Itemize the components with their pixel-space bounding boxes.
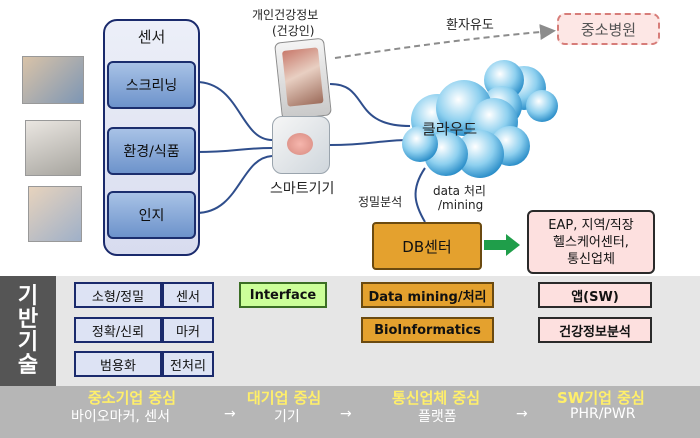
phone-label: 개인건강정보: [252, 8, 319, 22]
screening-photo: [22, 56, 84, 104]
base-tech-side-label: 기 반 기 술: [0, 276, 56, 386]
side-char-2: 반: [17, 307, 39, 332]
sensor-title: 센서: [137, 28, 166, 46]
referral-label: 환자유도: [446, 18, 494, 33]
sensor-item-environment[interactable]: 환경/식품: [107, 127, 196, 175]
sensor-item-screening[interactable]: 스크리닝: [107, 61, 196, 109]
footer-arrow-3: →: [516, 406, 528, 422]
cloud-label: 클라우드: [422, 120, 478, 138]
app-sw-box: 앱(SW): [538, 282, 652, 308]
side-char-3: 기: [17, 330, 39, 355]
link-screening: [195, 81, 273, 141]
smart-device-label: 스마트기기: [270, 181, 335, 197]
interface-box: Interface: [239, 282, 327, 308]
cell-general-use: 범용화: [74, 351, 162, 377]
footer-arrow-2: →: [340, 406, 352, 422]
glucose-meter-icon: [272, 116, 330, 174]
eap-line-2: 헬스케어센터,: [553, 234, 629, 250]
cell-accuracy: 정확/신뢰: [74, 317, 162, 343]
sensor-item-cognition[interactable]: 인지: [107, 191, 196, 239]
footer-sub-large: 기기: [274, 409, 300, 425]
cell-sensor: 센서: [162, 282, 214, 308]
data-mining-box: Data mining/처리: [361, 282, 494, 308]
eap-line-3: 통신업체: [567, 251, 615, 267]
link-phone-cloud: [329, 83, 411, 127]
footer-band: [0, 386, 700, 438]
health-analysis-box: 건강정보분석: [538, 317, 652, 343]
hospital-box: 중소병원: [557, 13, 660, 45]
cloud-icon: [402, 60, 558, 178]
smartphone-icon: [274, 37, 332, 121]
referral-arrow: [334, 24, 556, 59]
db-to-eap-arrow: [484, 234, 520, 256]
data-processing-label: data 처리: [433, 184, 486, 198]
bioinformatics-box: BioInformatics: [361, 317, 494, 343]
footer-arrow-1: →: [224, 406, 236, 422]
cell-small-precise: 소형/정밀: [74, 282, 162, 308]
link-cloud-db: [414, 167, 426, 223]
footer-sub-sme: 바이오마커, 센서: [71, 409, 171, 425]
exercise-photo: [25, 120, 81, 176]
footer-sub-telecom: 플랫폼: [418, 409, 457, 425]
side-char-4: 술: [17, 353, 39, 378]
precision-analysis-label: 정밀분석: [358, 195, 403, 209]
cell-marker: 마커: [162, 317, 214, 343]
footer-title-sw: SW기업 중심: [557, 389, 645, 407]
elderly-care-photo: [28, 186, 82, 242]
side-char-1: 기: [17, 284, 39, 309]
db-center-box: DB센터: [372, 222, 482, 270]
footer-title-telecom: 통신업체 중심: [392, 389, 481, 407]
link-cognition: [195, 155, 273, 214]
footer-title-large: 대기업 중심: [247, 389, 322, 407]
eap-box: EAP, 지역/직장 헬스케어센터, 통신업체: [527, 210, 655, 274]
cell-preprocess: 전처리: [162, 351, 214, 377]
link-device-cloud: [329, 139, 411, 146]
eap-line-1: EAP, 지역/직장: [548, 217, 634, 233]
link-environment: [195, 147, 273, 153]
footer-title-sme: 중소기업 중심: [88, 389, 177, 407]
phone-sublabel: (건강인): [272, 24, 315, 38]
mining-label: /mining: [438, 198, 484, 212]
footer-sub-sw: PHR/PWR: [570, 406, 636, 422]
